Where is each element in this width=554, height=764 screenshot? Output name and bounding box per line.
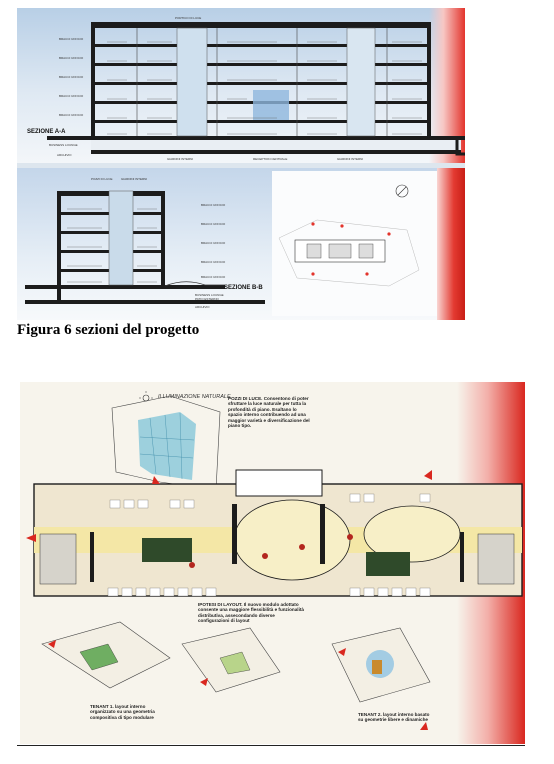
section-drawings: PORTICO DI LUCE BRACCI UFFICIO BRACCI UF… xyxy=(25,16,465,309)
floor-label: BRACCI UFFICIO xyxy=(201,275,226,279)
tenant-1-note: TENANT 1. layout interno organizzato su … xyxy=(90,704,155,720)
floor-label: BRACCI UFFICIO xyxy=(59,56,84,60)
section-b-title: SEZIONE B-B xyxy=(224,285,263,291)
floor-plan-figure: ILLUMINAZIONE NATURALE PATIO ESTERNO xyxy=(20,382,525,744)
floor-label: ARCHIVIO xyxy=(57,153,72,157)
floor-label: BUSINESS LOUNGE xyxy=(49,143,78,147)
ground-label: RECEPTION CENTRALE xyxy=(253,157,287,161)
tenant-2-note: TENANT 2. layout interno basato su geome… xyxy=(358,712,430,723)
ground-label: PATIO ESTERNO xyxy=(195,297,220,301)
north-arrow-icon xyxy=(395,184,409,198)
light-well-sketch xyxy=(111,391,221,491)
figure-caption: Figura 6 sezioni del progetto xyxy=(17,322,200,338)
floor-label: BRACCI UFFICIO xyxy=(59,75,84,79)
ground-label: ARCHIVIO xyxy=(195,305,210,309)
arrow-icon xyxy=(152,476,160,484)
floor-label: BRACCI UFFICIO xyxy=(201,222,226,226)
section-a-building xyxy=(47,22,465,156)
section-a-top-label: PORTICO DI LUCE xyxy=(175,16,201,20)
layout-vignettes xyxy=(41,621,431,730)
floor-label: BRACCI UFFICIO xyxy=(59,37,84,41)
sketch-label: ILLUMINAZIONE NATURALE xyxy=(158,394,231,400)
floor-label: BRACCI UFFICIO xyxy=(201,203,226,207)
section-a-labels: PORTICO DI LUCE BRACCI UFFICIO BRACCI UF… xyxy=(27,16,363,161)
floor-label: BRACCI UFFICIO xyxy=(201,260,226,264)
floor-label: BRACCI UFFICIO xyxy=(59,94,84,98)
ground-label: GIARDINI INTERNI xyxy=(337,157,363,161)
section-a-title: SEZIONE A-A xyxy=(27,129,66,135)
section-b-labels: POZZI DI LUCE GIARDINI INTERNI BRACCI UF… xyxy=(91,177,263,309)
pozzi-di-luce-note: POZZI DI LUCE. Consentono di poter sfrut… xyxy=(228,396,310,429)
arrow-icon xyxy=(424,470,432,480)
plan-outline xyxy=(26,469,523,597)
floor-label: BRACCI UFFICIO xyxy=(201,241,226,245)
ground-label: GIARDINI INTERNI xyxy=(167,157,193,161)
ipotesi-di-layout-note: IPOTESI DI LAYOUT. Il nuovo modulo adott… xyxy=(198,602,304,624)
floor-label: BRACCI UFFICIO xyxy=(59,113,84,117)
red-decorative-band xyxy=(437,168,465,320)
section-b-top-label: GIARDINI INTERNI xyxy=(121,177,147,181)
section-b-building xyxy=(25,190,265,304)
floor-plan-drawing: ILLUMINAZIONE NATURALE PATIO ESTERNO xyxy=(26,391,523,730)
arrow-icon xyxy=(26,534,36,542)
ground-label: BUSINESS LOUNGE xyxy=(195,293,224,297)
bottom-divider xyxy=(17,745,525,746)
sections-figure: PORTICO DI LUCE BRACCI UFFICIO BRACCI UF… xyxy=(17,8,465,320)
sun-icon xyxy=(142,394,150,402)
section-b-top-label: POZZI DI LUCE xyxy=(91,177,113,181)
key-plan xyxy=(278,184,420,287)
